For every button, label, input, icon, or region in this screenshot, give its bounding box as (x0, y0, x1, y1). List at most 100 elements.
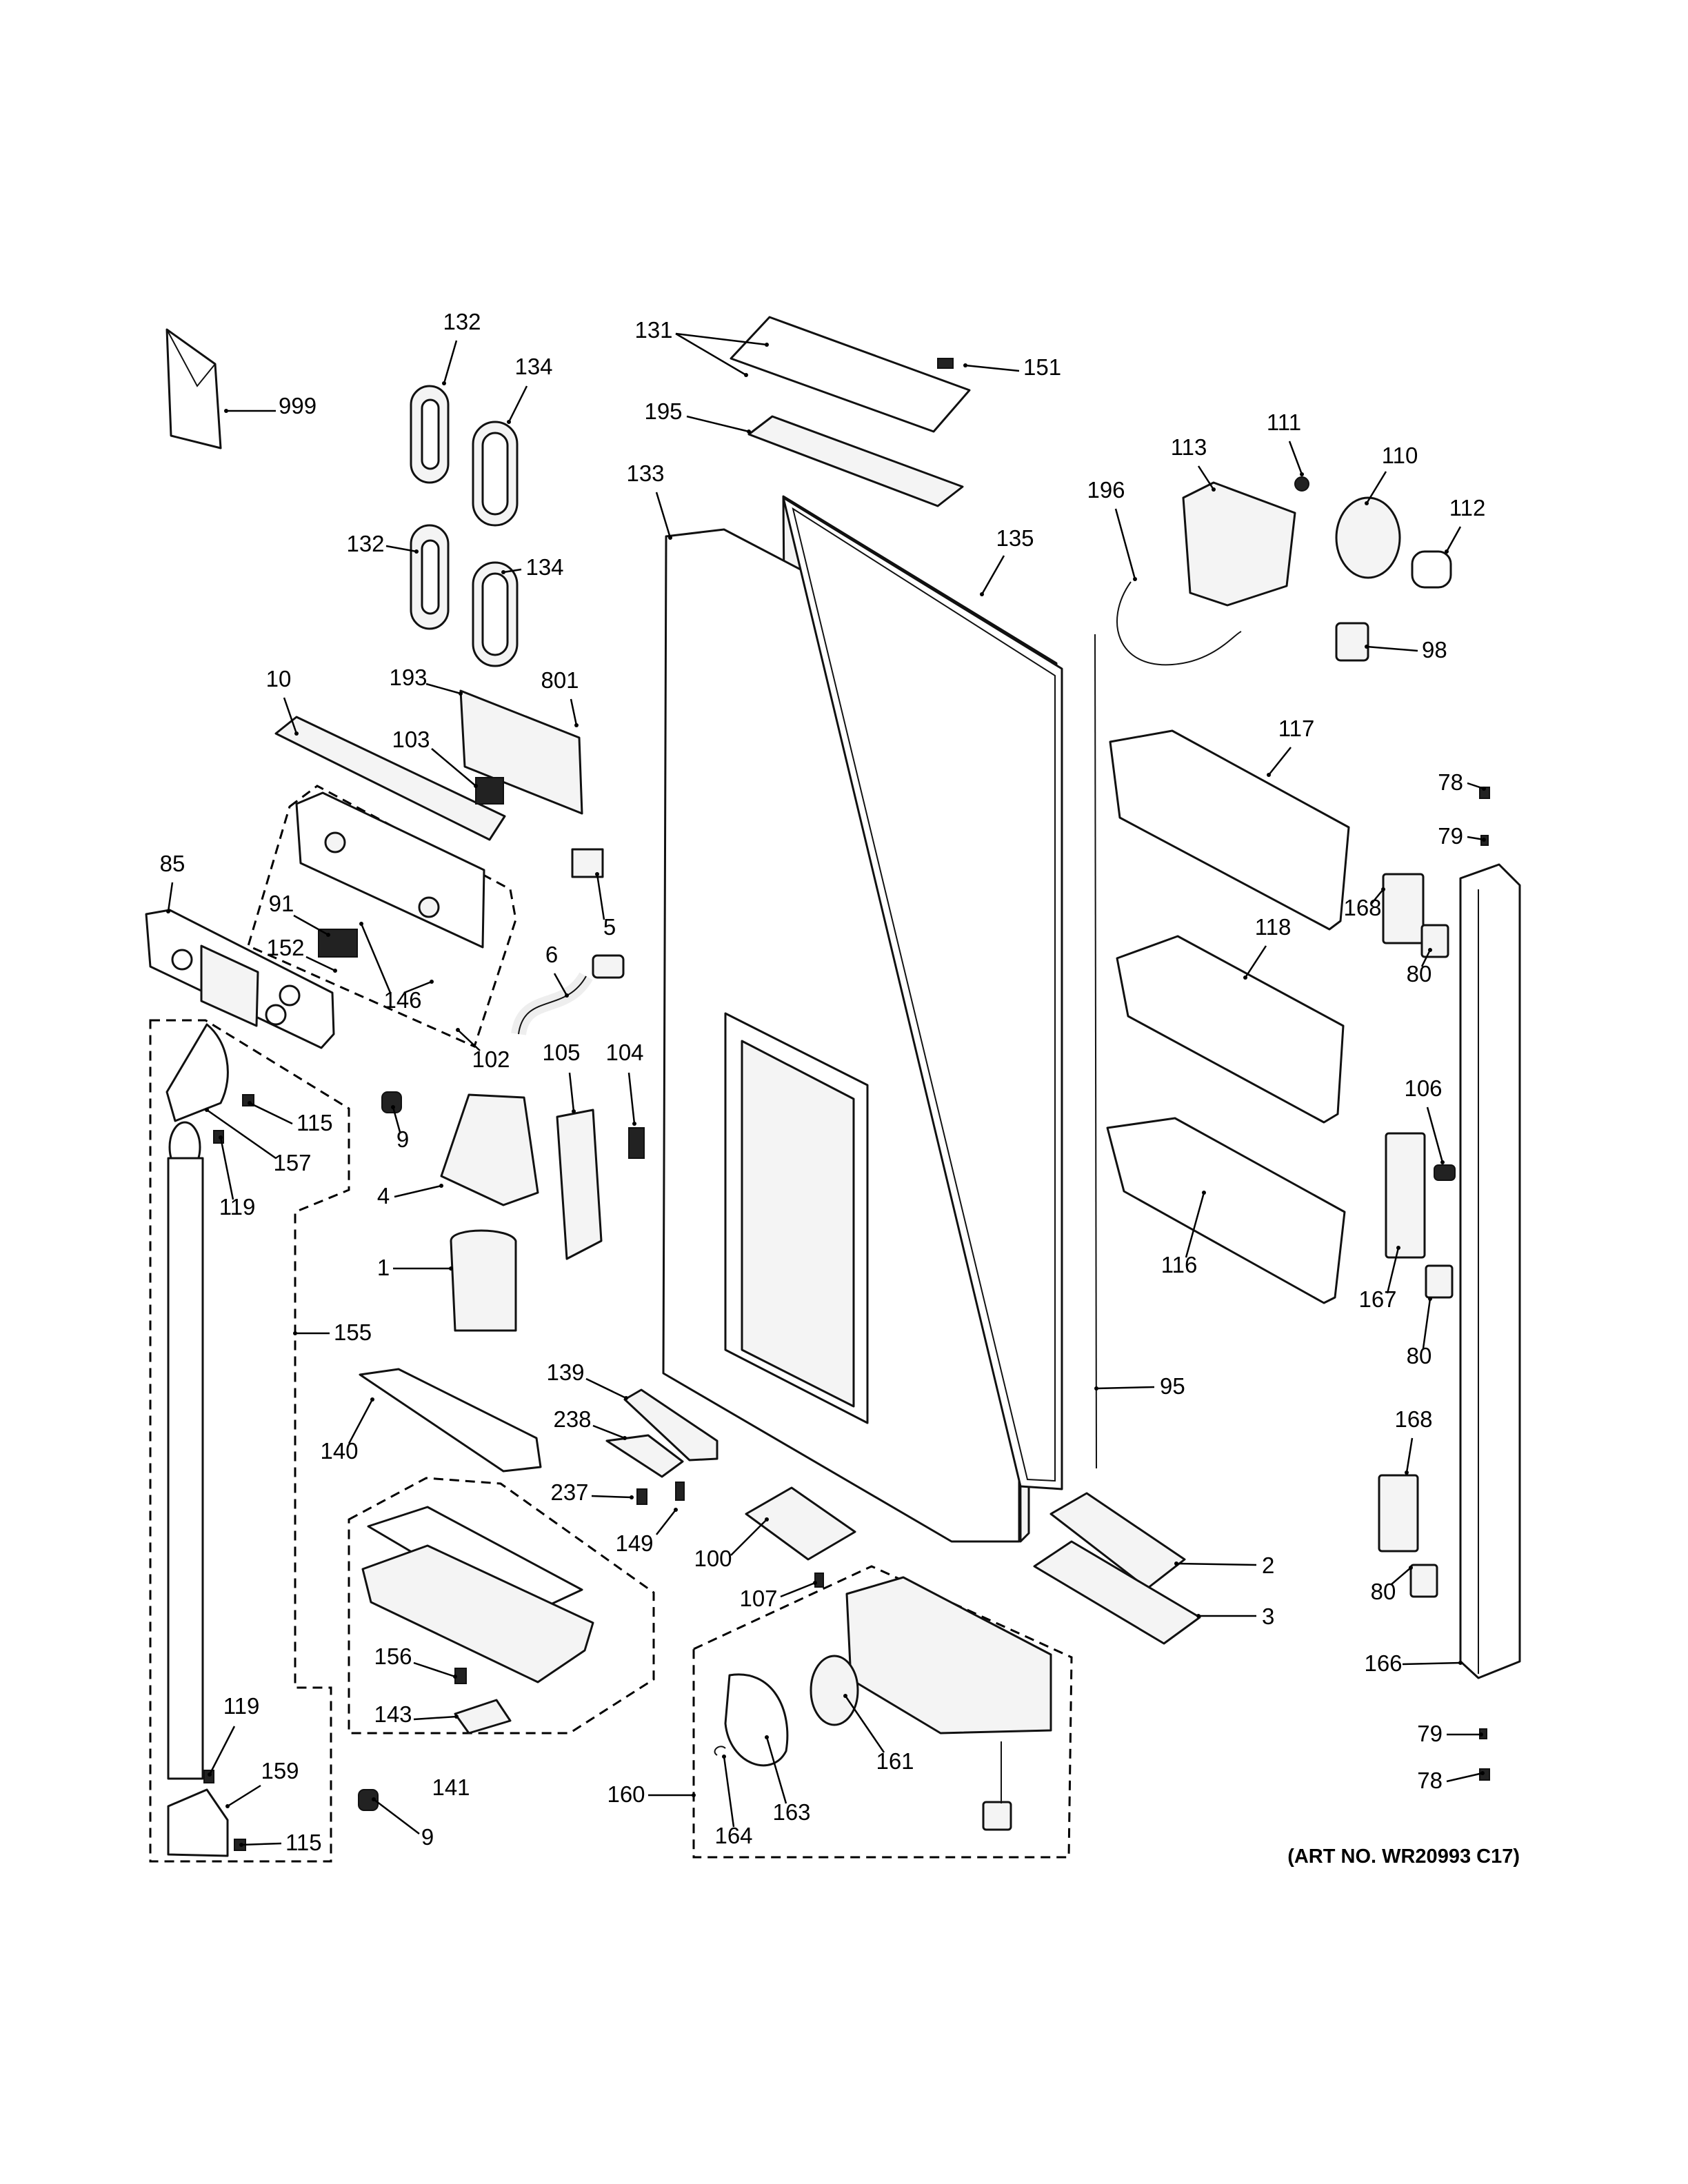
leader-line (1114, 508, 1136, 580)
literature-envelope-part (165, 328, 222, 449)
leader-arrowhead (166, 909, 170, 913)
part-number-label: 80 (1407, 961, 1432, 987)
leader-line (249, 1102, 293, 1125)
leader-line (656, 1509, 676, 1535)
part-number-label: 151 (1023, 354, 1061, 380)
leader-arrowhead (1396, 1246, 1400, 1250)
leader-line (780, 1581, 816, 1598)
part-number-label: 163 (772, 1799, 810, 1825)
handle-assembly-part (149, 1019, 350, 1863)
part-number-label: 801 (541, 667, 579, 693)
leader-arrowhead (692, 1793, 696, 1797)
part-number-label: 115 (297, 1110, 333, 1135)
leader-line (1096, 1386, 1155, 1390)
leader-arrowhead (293, 1331, 297, 1335)
part-number-label: 134 (525, 554, 563, 580)
dispenser-upper-parts (1116, 476, 1452, 666)
part-number-label: 134 (514, 354, 552, 379)
leader-arrowhead (813, 1581, 817, 1585)
leader-arrowhead (668, 536, 672, 540)
leader-line (305, 956, 336, 972)
part-number-label: 117 (1278, 716, 1315, 741)
leader-line (655, 492, 672, 538)
leader-arrowhead (370, 1397, 374, 1402)
leader-line (373, 1799, 420, 1834)
part-number-label: 10 (266, 666, 292, 691)
part-number-label: 167 (1358, 1286, 1396, 1312)
leader-arrowhead (1212, 487, 1216, 492)
leader-arrowhead (326, 933, 330, 937)
part-number-label: 2 (1262, 1553, 1274, 1578)
display-panel-part (145, 909, 335, 1049)
leader-arrowhead (1482, 787, 1486, 791)
label-and-board-parts (730, 316, 971, 507)
leader-arrowhead (765, 1735, 769, 1739)
part-number-label: 107 (739, 1586, 777, 1611)
leader-line (1467, 836, 1485, 841)
leader-arrowhead (414, 549, 419, 554)
leader-arrowhead (980, 592, 984, 596)
part-number-label: 105 (542, 1040, 580, 1065)
part-number-label: 140 (320, 1438, 358, 1464)
leader-line (592, 1424, 625, 1439)
leader-line (591, 1495, 632, 1499)
leader-line (431, 748, 476, 787)
leader-line (1467, 782, 1485, 790)
part-number-label: 143 (374, 1701, 412, 1727)
leader-arrowhead (359, 922, 363, 926)
leader-arrowhead (632, 1122, 636, 1126)
leader-line (457, 1029, 481, 1051)
leader-line (1405, 1437, 1414, 1473)
leader-arrowhead (1243, 975, 1247, 980)
part-number-label: 999 (279, 393, 316, 418)
leader-line (596, 873, 605, 920)
part-number-label: 131 (634, 317, 672, 343)
leader-line (425, 682, 461, 695)
part-number-label: 91 (269, 891, 294, 916)
leader-line (965, 364, 1020, 372)
leader-line (553, 973, 568, 996)
part-number-label: 100 (694, 1546, 732, 1571)
part-number-label: 116 (1161, 1252, 1198, 1277)
leader-line (675, 332, 747, 376)
leader-line (675, 332, 767, 346)
part-number-label: 9 (421, 1824, 434, 1850)
leader-line (1288, 441, 1303, 475)
leader-arrowhead (1381, 887, 1385, 891)
leader-line (293, 914, 329, 936)
leader-arrowhead (219, 1135, 223, 1140)
part-number-label: 1 (377, 1255, 390, 1280)
leader-line (394, 1184, 442, 1198)
leader-arrowhead (624, 1396, 628, 1400)
leader-arrowhead (474, 784, 478, 788)
part-number-label: 132 (346, 531, 384, 556)
leader-line (348, 1399, 374, 1444)
leader-arrowhead (1479, 1732, 1483, 1737)
leader-arrowhead (1174, 1561, 1178, 1566)
part-number-label: 146 (383, 987, 421, 1013)
leader-arrowhead (843, 1694, 847, 1698)
part-number-label: 112 (1449, 495, 1486, 520)
part-number-label: 5 (603, 914, 616, 940)
leader-line (981, 555, 1005, 595)
leader-arrowhead (674, 1508, 678, 1512)
hinge-side-rail-part (1378, 787, 1521, 1781)
leader-arrowhead (722, 1755, 726, 1759)
part-number-label: 132 (443, 309, 481, 334)
part-number-label: 160 (607, 1781, 645, 1807)
leader-arrowhead (1482, 838, 1486, 842)
leader-arrowhead (1267, 773, 1271, 777)
part-number-label: 157 (273, 1150, 311, 1175)
leader-arrowhead (744, 373, 748, 377)
leader-arrowhead (1133, 577, 1137, 581)
leader-arrowhead (333, 969, 337, 973)
control-board-parts (745, 1486, 1201, 1645)
part-number-label: 78 (1417, 1768, 1443, 1793)
leader-line (508, 385, 528, 423)
part-number-label: 111 (1267, 410, 1301, 435)
leader-arrowhead (453, 1675, 457, 1679)
leader-arrowhead (239, 1843, 243, 1847)
part-number-label: 106 (1404, 1075, 1442, 1101)
part-number-label: 155 (334, 1320, 372, 1345)
leader-line (1422, 1298, 1431, 1349)
